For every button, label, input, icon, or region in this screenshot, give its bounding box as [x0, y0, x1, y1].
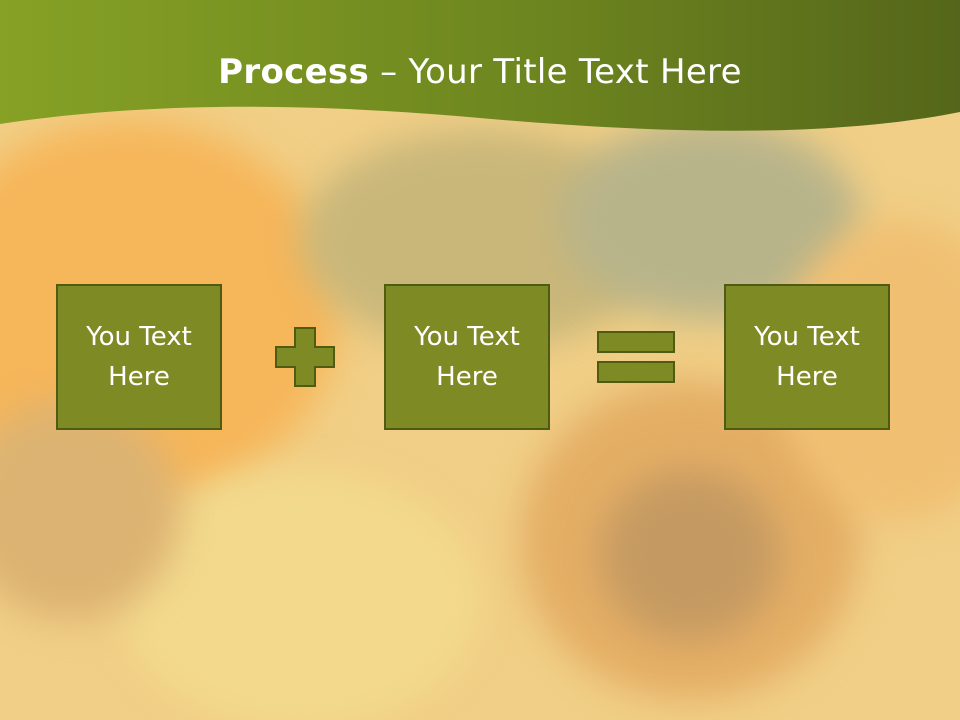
title-separator: –	[369, 52, 409, 92]
title-bold: Process	[218, 52, 370, 92]
background-blob	[120, 470, 480, 720]
title-rest: Your Title Text Here	[408, 52, 742, 92]
plus-icon	[275, 327, 335, 387]
process-box-2: You Text Here	[384, 284, 550, 430]
slide-title: Process – Your Title Text Here	[0, 52, 960, 92]
equals-icon	[597, 331, 675, 383]
background-blob	[0, 400, 180, 620]
process-box-text: You Text Here	[754, 322, 860, 392]
process-box-3: You Text Here	[724, 284, 890, 430]
process-box-text: You Text Here	[414, 322, 520, 392]
process-box-text: You Text Here	[86, 322, 192, 392]
background-blob	[600, 470, 780, 640]
header-banner	[0, 0, 960, 131]
process-box-1: You Text Here	[56, 284, 222, 430]
